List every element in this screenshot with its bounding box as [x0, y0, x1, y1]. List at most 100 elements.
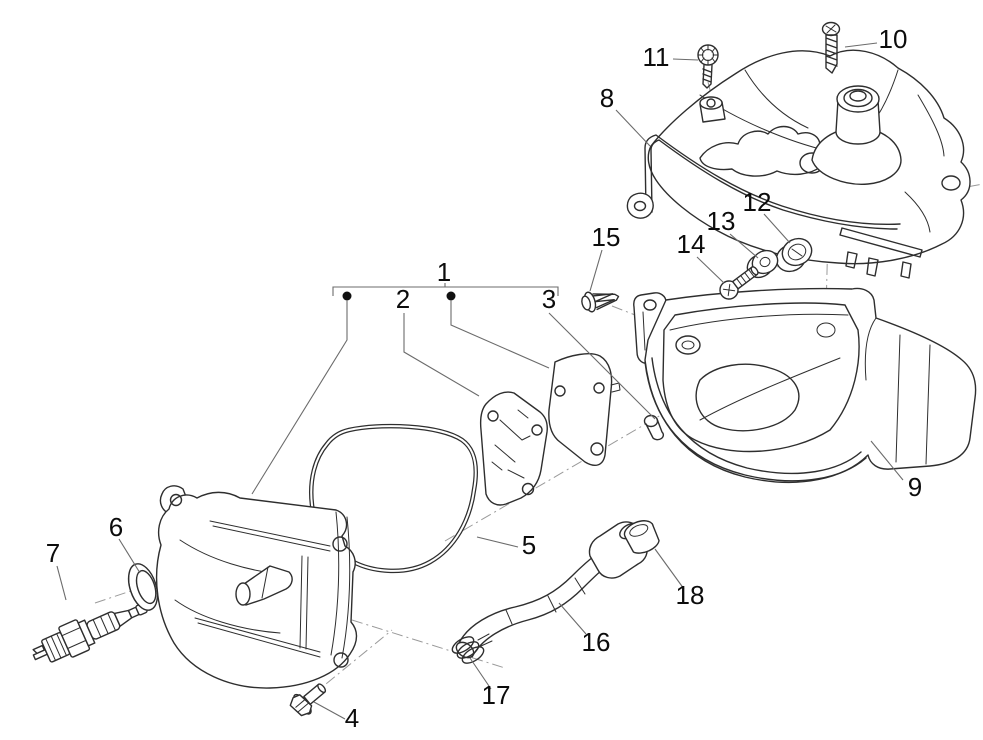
part-plate-2 — [479, 391, 548, 506]
frame-rim-inner — [650, 139, 898, 230]
bracket-hole — [643, 299, 657, 311]
seam-line — [699, 357, 841, 421]
callout-16: 16 — [582, 627, 611, 657]
leader-17 — [469, 657, 492, 690]
seam-line — [669, 313, 849, 331]
bolt4-axis-line — [309, 629, 393, 698]
plate3-hole — [593, 382, 605, 394]
seam-line — [917, 94, 945, 157]
phillips-cross-icon — [825, 24, 837, 34]
callout-10: 10 — [879, 24, 908, 54]
callout-4: 4 — [345, 703, 359, 733]
leader-11 — [672, 58, 699, 61]
part-screw-10 — [821, 21, 841, 74]
callout-2: 2 — [396, 284, 410, 314]
leader-lines — [56, 42, 904, 720]
part-stud-pin — [643, 414, 665, 441]
bracket-edge — [642, 311, 646, 351]
leader-7 — [56, 565, 67, 601]
dome-cylinder — [835, 99, 881, 145]
plate2-hole — [487, 410, 499, 422]
leader-5 — [476, 536, 519, 548]
cap-side — [624, 523, 660, 554]
callout-17: 17 — [482, 680, 511, 710]
cap-inner — [629, 524, 649, 537]
dome-ring — [843, 88, 873, 108]
leader-15 — [589, 249, 603, 292]
boss — [675, 335, 701, 355]
callout-5: 5 — [522, 530, 536, 560]
flange-hole-top — [332, 536, 348, 552]
hose-axis-line — [351, 619, 506, 669]
gasket-inner-line — [310, 425, 477, 572]
part-spring-clamp — [451, 633, 493, 664]
callout-13: 13 — [707, 206, 736, 236]
boss — [816, 322, 836, 338]
clamp-coil — [461, 646, 485, 664]
screw15-head — [581, 295, 592, 311]
cover-ribs — [194, 520, 331, 658]
part-screw-15 — [581, 291, 620, 313]
seal-inner — [135, 569, 157, 605]
boss-hole — [681, 340, 695, 350]
screw-boss-hole — [706, 98, 716, 108]
clamp-coil — [451, 636, 475, 654]
leader-9 — [870, 440, 904, 481]
callout-14: 14 — [677, 229, 706, 259]
frame-rim-outer — [644, 134, 901, 226]
leader-dot1 — [251, 300, 348, 495]
insulator-ribs — [92, 612, 116, 638]
bracket-dot — [342, 291, 352, 301]
nozzle-tip — [235, 582, 251, 606]
plate3-hole — [590, 442, 604, 456]
ear-hole — [941, 175, 961, 191]
washer-hole — [759, 256, 771, 268]
part-hose — [455, 521, 648, 659]
bottom-tabs — [845, 251, 912, 279]
rim-outer — [644, 361, 867, 482]
hose-top-edge — [458, 552, 599, 644]
star-teeth — [697, 44, 719, 66]
seal-thickness — [128, 573, 141, 607]
part-screw-14 — [719, 266, 759, 300]
callout-12: 12 — [743, 187, 772, 217]
part-plate-3 — [548, 353, 621, 467]
part-bolt-4 — [289, 683, 327, 717]
callout-labels: 1 2 3 4 5 6 7 8 9 10 11 12 13 14 15 16 1… — [46, 24, 922, 733]
plate3-tab — [610, 382, 621, 393]
part-clamp-cap — [623, 520, 660, 554]
grommet-bore — [787, 243, 807, 261]
callout-1: 1 — [437, 257, 451, 287]
plate3-hole — [554, 385, 566, 397]
screw11-shank — [702, 64, 713, 89]
upper-shroud-body — [647, 49, 971, 265]
screw10-shank — [825, 34, 838, 74]
part-seal-ring — [127, 563, 159, 611]
leader-2 — [403, 313, 480, 397]
bottom-strip — [839, 227, 923, 258]
plate3-body — [548, 353, 613, 467]
screw15-axis-line — [611, 305, 649, 321]
hose-seams — [505, 577, 586, 625]
bracket-line — [332, 283, 559, 296]
bolt-tip — [317, 683, 327, 694]
callout-8: 8 — [600, 83, 614, 113]
callout-9: 9 — [908, 472, 922, 502]
thread-lines — [45, 633, 67, 661]
screw-boss-top — [699, 96, 723, 110]
interior-cutout — [695, 363, 800, 432]
ear-hole — [169, 493, 183, 507]
phillips-cross-icon — [722, 283, 736, 297]
leader-8 — [615, 109, 651, 147]
part-head-cover — [155, 485, 358, 689]
leader-3 — [548, 312, 656, 420]
bolt-head — [289, 694, 313, 717]
part-upper-shroud — [626, 49, 971, 279]
flange-edges — [330, 511, 351, 659]
clamp-ears — [477, 633, 493, 647]
dome-ring-inner — [849, 90, 867, 102]
part-spark-plug — [32, 602, 148, 663]
pin-body — [645, 418, 665, 441]
